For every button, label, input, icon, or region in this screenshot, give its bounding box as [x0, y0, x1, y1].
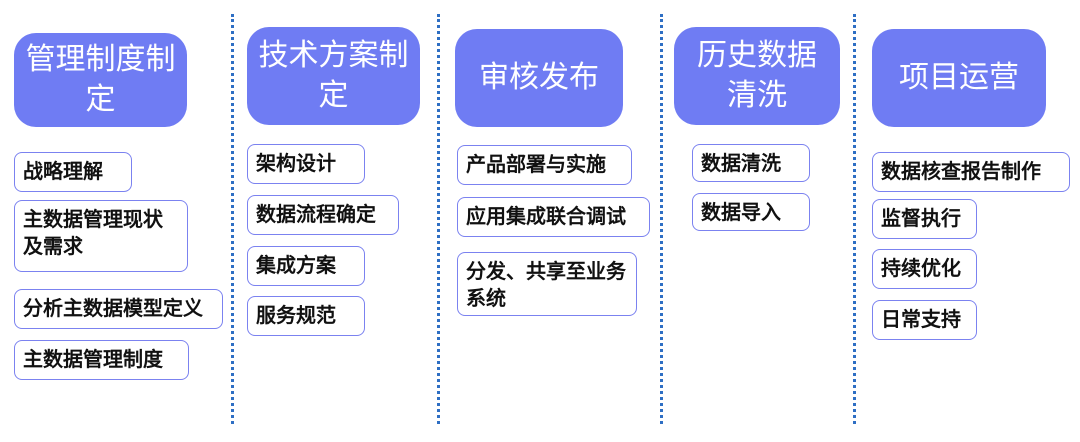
task-label: 服务规范	[256, 303, 336, 327]
task-box: 数据清洗	[692, 144, 810, 182]
task-box: 数据核查报告制作	[872, 152, 1070, 192]
column-divider	[437, 14, 440, 424]
task-box: 主数据管理制度	[14, 340, 189, 380]
task-box: 主数据管理现状及需求	[14, 200, 188, 272]
stage-header-technical-plan: 技术方案制定	[247, 27, 420, 125]
task-box: 监督执行	[872, 199, 977, 239]
task-box: 产品部署与实施	[457, 145, 632, 185]
task-box: 应用集成联合调试	[457, 197, 650, 237]
task-label: 数据清洗	[701, 151, 781, 175]
task-box: 分发、共享至业务系统	[457, 252, 637, 316]
stage-header-label: 项目运营	[899, 60, 1019, 95]
stage-header-history-data: 历史数据清洗	[674, 27, 840, 125]
task-label: 数据流程确定	[256, 202, 376, 226]
stage-header-label: 管理制度制定	[25, 42, 176, 117]
column-divider	[660, 14, 663, 424]
task-box: 服务规范	[247, 296, 365, 336]
task-label: 分发、共享至业务系统	[466, 259, 626, 310]
stage-header-label: 历史数据清洗	[697, 38, 817, 113]
task-box: 分析主数据模型定义	[14, 289, 223, 329]
task-label: 数据核查报告制作	[881, 159, 1041, 183]
column-divider	[853, 14, 856, 424]
task-label: 监督执行	[881, 206, 961, 230]
task-label: 架构设计	[256, 151, 336, 175]
stage-header-label: 技术方案制定	[258, 38, 409, 113]
task-label: 主数据管理现状及需求	[23, 207, 163, 258]
stage-header-management-policy: 管理制度制定	[14, 33, 187, 127]
task-label: 应用集成联合调试	[466, 204, 626, 228]
task-label: 日常支持	[881, 307, 961, 331]
task-box: 持续优化	[872, 249, 977, 289]
task-box: 架构设计	[247, 144, 365, 184]
task-label: 主数据管理制度	[23, 347, 163, 371]
task-label: 数据导入	[701, 200, 781, 224]
task-label: 分析主数据模型定义	[23, 296, 203, 320]
task-label: 产品部署与实施	[466, 152, 606, 176]
task-box: 日常支持	[872, 300, 977, 340]
task-label: 持续优化	[881, 256, 961, 280]
task-label: 集成方案	[256, 253, 336, 277]
task-label: 战略理解	[23, 159, 103, 183]
task-box: 数据流程确定	[247, 195, 399, 235]
task-box: 数据导入	[692, 193, 810, 231]
stage-header-label: 审核发布	[479, 60, 599, 95]
stage-header-review-release: 审核发布	[455, 29, 623, 127]
column-divider	[231, 14, 234, 424]
task-box: 战略理解	[14, 152, 132, 192]
task-box: 集成方案	[247, 246, 365, 286]
stage-header-project-operation: 项目运营	[872, 29, 1046, 127]
